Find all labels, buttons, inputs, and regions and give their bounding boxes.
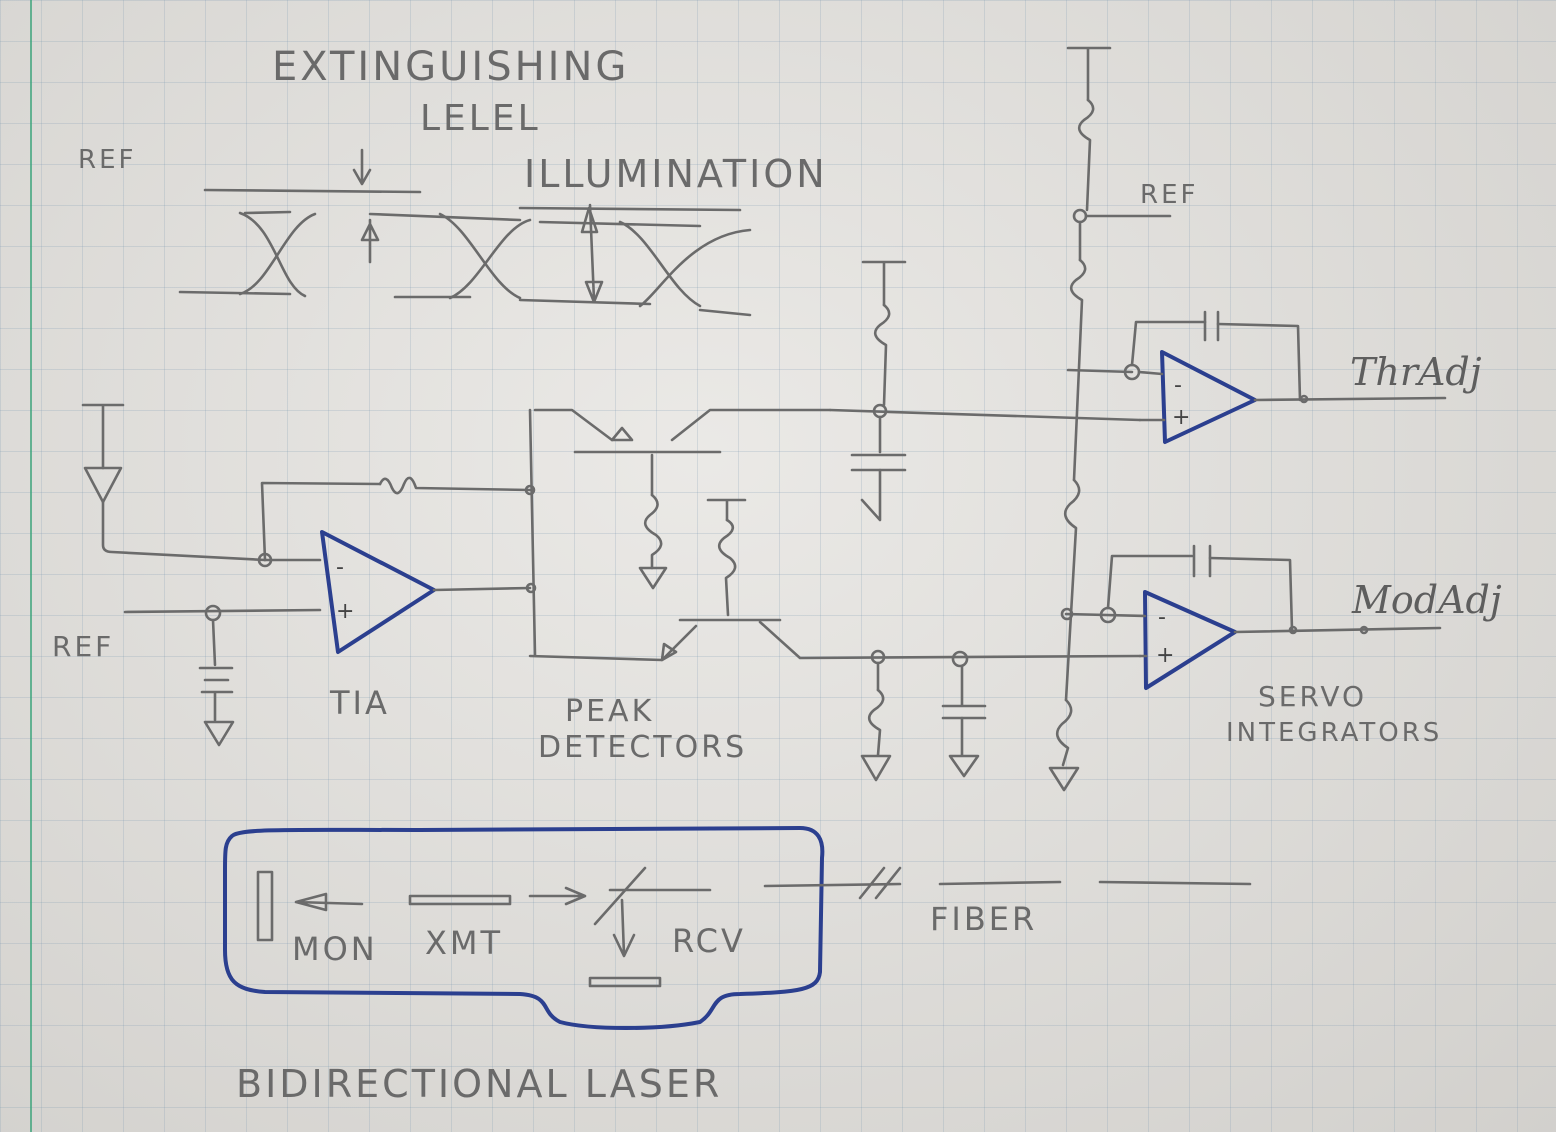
fiber-line [763, 880, 1252, 888]
label-fiber: FIBER [930, 900, 1038, 938]
divider-resistor-4 [1055, 698, 1073, 767]
eye-transition-1 [238, 211, 307, 298]
thr-minus-sign: - [1174, 373, 1182, 398]
eye-transition-3 [438, 212, 522, 300]
label-bidirectional-laser: BIDIRECTIONAL LASER [236, 1062, 723, 1106]
monitor-diode [256, 870, 274, 942]
lower-hold-capacitor [941, 704, 987, 720]
servo-integrator-thr: - + [1123, 310, 1447, 444]
eye-inner-arrow [360, 218, 380, 264]
mon-arrow [294, 892, 364, 912]
divider-resistor-1 [1077, 98, 1095, 212]
label-thr-adj: ThrAdj [1350, 350, 1482, 394]
laser-package-outline [223, 826, 825, 1030]
ground-symbol-6 [1048, 766, 1080, 792]
ground-symbol-4 [860, 754, 892, 782]
eye-transition-5 [618, 220, 702, 308]
divider-resistor-2 [1069, 258, 1087, 482]
tia-plus-sign: + [336, 599, 354, 624]
ground-symbol-5 [948, 754, 980, 778]
thr-plus-sign: + [1172, 405, 1190, 430]
mod-minus-sign: - [1158, 605, 1166, 630]
illumination-double-arrow [580, 203, 604, 304]
label-mon: MON [292, 930, 378, 968]
label-peak: PEAK [565, 694, 655, 729]
tia-feedback-resistor [378, 476, 532, 495]
mod-plus-sign: + [1156, 643, 1174, 668]
tia-ref-input [123, 604, 322, 747]
label-integrators: INTEGRATORS [1226, 718, 1443, 748]
ground-symbol-3 [860, 468, 882, 522]
label-detectors: DETECTORS [538, 730, 748, 765]
label-ref-left: REF [52, 630, 115, 663]
label-illumination: ILLUMINATION [524, 152, 828, 196]
rcv-detector-bar [588, 976, 662, 988]
eye-transition-4 [448, 218, 532, 300]
label-tia: TIA [330, 684, 390, 722]
ground-symbol-1 [203, 720, 235, 747]
servo-integrator-mod: - + [1064, 544, 1442, 690]
tia-minus-sign: - [336, 555, 344, 580]
peak-lower-resistor [717, 518, 737, 617]
eye-transition-6 [638, 228, 752, 308]
margin-line [30, 0, 32, 1132]
xmt-arrow [528, 886, 587, 906]
ground-symbol-2 [638, 566, 668, 590]
xmt-laser-bar [408, 894, 512, 906]
divider-resistor-3 [1063, 478, 1081, 702]
mod-integrator-capacitor [1192, 544, 1212, 578]
label-xmt: XMT [425, 924, 504, 962]
beam-splitter [593, 866, 647, 926]
peak-upper-resistor [643, 493, 663, 570]
tia-feedback [257, 476, 532, 568]
upper-pullup-resistor [873, 303, 891, 407]
upper-hold-capacitor [850, 453, 907, 472]
label-extinguishing: EXTINGUISHING [272, 44, 630, 90]
lower-bleed-resistor [867, 688, 885, 757]
eye-bottom-rail [178, 290, 752, 317]
extinguishing-arrow [352, 148, 372, 186]
label-ref-top-left: REF [78, 145, 137, 175]
fiber-break-marks [858, 866, 902, 900]
photodiode [81, 403, 267, 562]
tia-opamp: - + [320, 530, 532, 654]
eye-diagram [178, 148, 752, 317]
label-level: LELEL [420, 98, 541, 139]
label-rcv: RCV [672, 922, 746, 960]
bidirectional-laser [223, 826, 1252, 1030]
ref-battery-symbol [198, 666, 234, 722]
label-mod-adj: ModAdj [1352, 578, 1502, 622]
eye-ref-line [203, 188, 422, 194]
rcv-arrow [612, 898, 636, 958]
thr-integrator-capacitor [1203, 310, 1220, 342]
eye-illumination-line [518, 206, 742, 212]
peak-detectors [524, 260, 1142, 782]
reference-divider [1048, 46, 1172, 792]
label-servo: SERVO [1258, 680, 1368, 713]
label-ref-top-right: REF [1140, 180, 1199, 210]
eye-transition-2 [238, 212, 317, 296]
